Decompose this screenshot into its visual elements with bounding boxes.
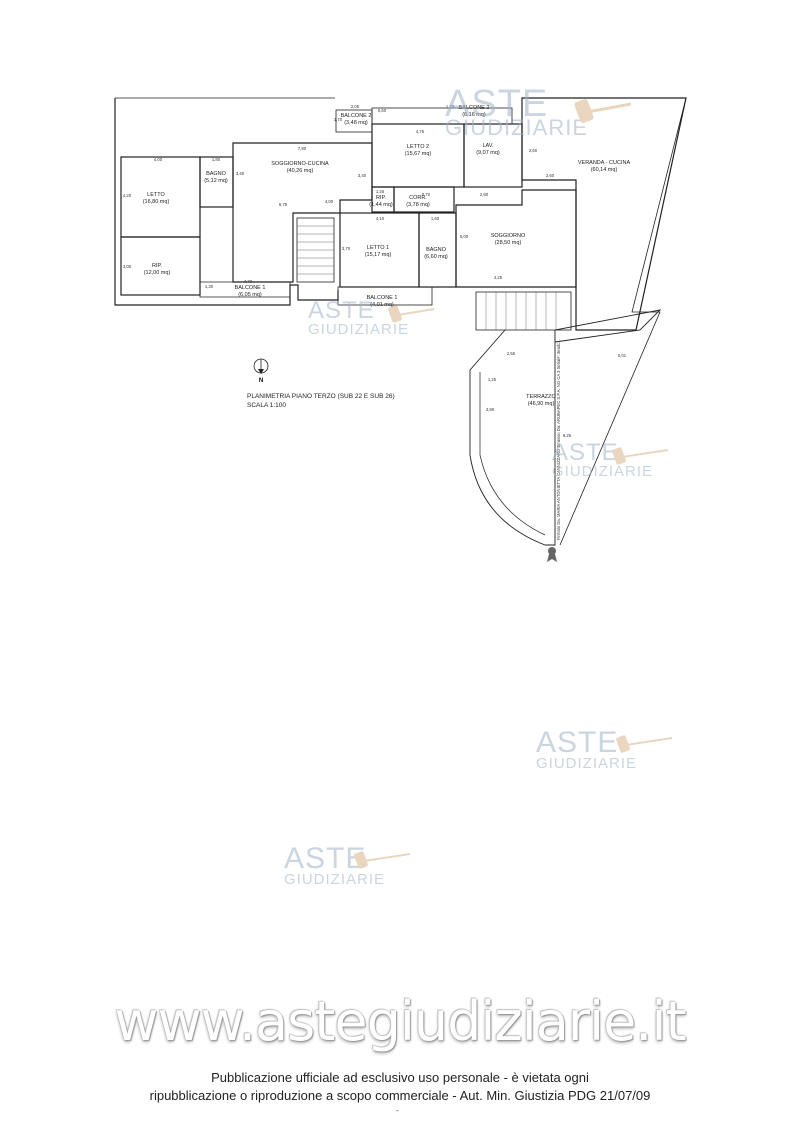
dimension-label: 1,26 [376,189,385,194]
room-veranda-name: VERANDA - CUCINA [578,160,631,166]
dimension-label: 7,80 [298,146,307,151]
footer-notice-line1: Pubblicazione ufficiale ad esclusivo uso… [211,1070,589,1085]
dimension-label: 2,05 [351,104,360,109]
footer-notice-line2: ripubblicazione o riproduzione a scopo c… [149,1088,651,1103]
plan-wall-balcone2-large [371,107,513,125]
room-terrazzo-name: TERRAZZO [526,394,556,400]
room-balcone2-large-name: BALCONE 2 [459,105,490,111]
dimension-label: 0,01 [618,353,627,358]
dimension-label: 4,00 [325,199,334,204]
plan-wall-terrazzo [469,309,662,546]
room-bagno2-area: (6,60 mq) [424,254,448,260]
room-soggiorno-area: (28,50 mq) [495,240,522,246]
dimension-label: 5,00 [460,234,469,239]
dimension-label: 6,75 [279,202,288,207]
dimension-label: 3,40 [358,173,367,178]
floor-plan: LETTO (16,80 mq) BAGNO (5,12 mq) SOGGIOR… [114,97,687,562]
room-soggiorno-cucina-area: (40,26 mq) [287,168,314,174]
room-letto2-name: LETTO 2 [407,144,429,150]
dimension-label: 4,70 [244,279,253,284]
room-rip-area: (12,00 mq) [144,270,171,276]
room-terrazzo-area: (46,90 mq) [528,401,555,407]
north-arrow-icon: N [253,358,269,384]
plan-wall-outline-left [114,98,339,306]
room-balcone2-large-area: (6,16 mq) [462,112,486,118]
watermark-aste-giudiziarie: ASTE GIUDIZIARIE [284,842,411,888]
dimension-label: 4,20 [123,193,132,198]
gavel-icon [354,851,411,869]
gavel-icon [616,735,673,753]
plan-wall-outer-diagonal [559,97,687,546]
dimension-label: 1,60 [431,216,440,221]
dimension-label: 0,60 [378,108,387,113]
plan-wall-rip-left [120,236,201,296]
dimension-label: 3,40 [236,171,245,176]
dimension-label: 1,30 [205,284,214,289]
plan-wall-soggiorno [455,189,577,288]
room-lav-name: LAV. [482,143,493,149]
plan-wall-balcone1-mid [337,286,433,306]
room-balcone1-mid-name: BALCONE 1 [367,295,398,301]
room-bagno-area: (5,12 mq) [204,178,228,184]
dimension-label: 4,25 [494,275,503,280]
dimension-label: 1,70 [446,104,455,109]
room-balcone1-mid-area: (4,01 mq) [370,302,394,308]
room-rip-small-area: (1,44 mq) [369,202,393,208]
room-letto-name: LETTO [147,192,165,198]
dimension-label: 4,10 [376,216,385,221]
room-letto1-name: LETTO 1 [367,245,389,251]
room-corr-name: CORR. [409,195,427,201]
room-letto1-area: (15,17 mq) [365,252,392,258]
dimension-label: 1,80 [212,157,221,162]
room-corr-area: (3,78 mq) [406,202,430,208]
room-balcone2-small-area: (3,48 mq) [344,120,368,126]
room-balcone2-small-name: BALCONE 2 [341,113,372,119]
room-soggiorno-cucina-name: SOGGIORNO-CUCINA [271,161,329,167]
dimension-label: 1,70 [334,117,343,122]
page-marker: - [396,1106,399,1115]
room-bagno-name: BAGNO [206,171,227,177]
dimension-label: 4,00 [154,157,163,162]
room-balcone1-left-name: BALCONE 1 [235,285,266,291]
dimension-label: 3,90 [486,407,495,412]
north-label: N [259,378,263,384]
dimension-label: 2,80 [480,192,489,197]
room-rip-name: RIP. [152,263,162,269]
site-url-watermark: www.astegiudiziarie.it [114,990,686,1053]
room-lav-area: (9,07 mq) [476,150,500,156]
digital-signature-text: Firmato Da: MARIA ANTONIETTA CANNIZZARO … [556,339,561,540]
watermark-aste-text: ASTE [536,726,619,759]
plan-scale: SCALA 1:100 [247,402,286,409]
plan-wall-corr [393,186,455,213]
plan-wall-balcone1-left [199,281,291,298]
room-letto-area: (16,80 mq) [143,199,170,205]
plan-title: PLANIMETRIA PIANO TERZO (SUB 22 E SUB 26… [247,393,395,400]
signature-seal-icon [547,547,557,562]
room-bagno2-name: BAGNO [426,247,447,253]
watermark-aste-giudiziarie: ASTE GIUDIZIARIE [536,726,673,772]
plan-stairs-right [475,291,572,331]
dimension-label: 2,60 [546,173,555,178]
room-letto2-area: (15,67 mq) [405,151,432,157]
watermark-giudiziarie-text: GIUDIZIARIE [536,755,638,772]
dimension-label: 0,70 [422,192,431,197]
dimension-label: 3,00 [123,264,132,269]
room-soggiorno-name: SOGGIORNO [491,233,526,239]
dimension-label: 3,70 [342,246,351,251]
room-rip-small-name: RIP. [376,195,386,201]
plan-wall-terrazzo-inner [479,372,546,536]
dimension-label: 9,25 [563,433,572,438]
dimension-label: 2,60 [529,148,538,153]
room-veranda-area: (60,14 mq) [591,167,618,173]
dimension-label: 2,55 [507,351,516,356]
room-balcone1-left-area: (6,05 mq) [238,292,262,298]
watermark-giudiziarie-text: GIUDIZIARIE [284,871,386,888]
dimension-label: 4,75 [416,129,425,134]
dimension-label: 1,25 [488,377,497,382]
plan-wall-veranda [521,97,687,331]
watermark-aste-text: ASTE [284,842,367,875]
